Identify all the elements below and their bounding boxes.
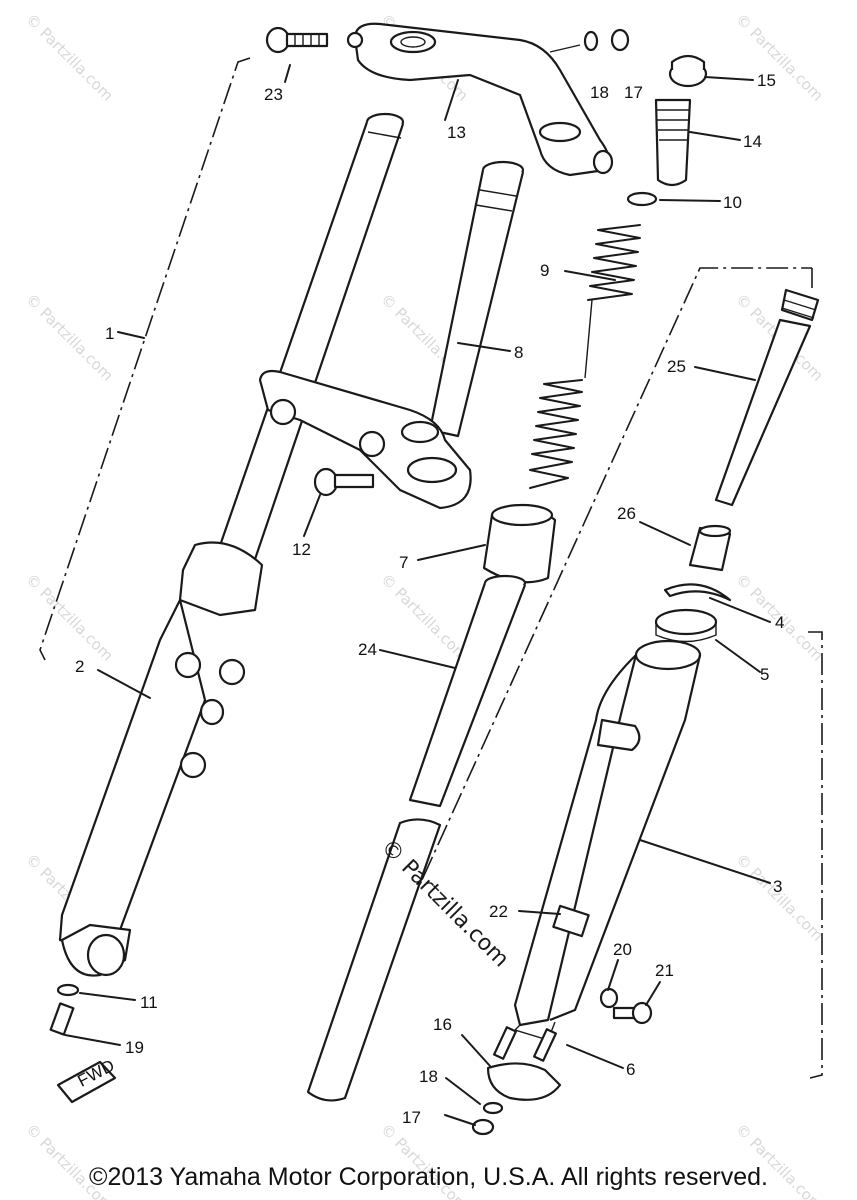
oil-seal-5 bbox=[654, 608, 718, 643]
fwd-sticker: FWD bbox=[56, 1056, 118, 1104]
label-13: 13 bbox=[447, 123, 466, 142]
watermark: © Partzilla.com bbox=[377, 570, 472, 665]
inner-tube-24 bbox=[306, 574, 527, 1102]
upper-bracket-13 bbox=[346, 22, 614, 177]
washer-18-top bbox=[583, 30, 599, 52]
leader-lines bbox=[64, 64, 771, 1126]
copyright-notice: ©2013 Yamaha Motor Corporation, U.S.A. A… bbox=[89, 1163, 768, 1191]
studs-6 bbox=[493, 1026, 557, 1062]
label-7: 7 bbox=[399, 553, 408, 572]
label-10: 10 bbox=[723, 193, 742, 212]
washer-20 bbox=[599, 987, 619, 1009]
label-5: 5 bbox=[760, 665, 769, 684]
circlip-4 bbox=[663, 583, 732, 602]
bolt-21 bbox=[612, 1001, 653, 1025]
label-17-top: 17 bbox=[624, 83, 643, 102]
label-24: 24 bbox=[358, 640, 377, 659]
bracket-fork-axis bbox=[321, 267, 812, 1101]
watermark: © Partzilla.com bbox=[22, 570, 117, 665]
damper-rod-25 bbox=[714, 288, 820, 507]
label-19: 19 bbox=[125, 1038, 144, 1057]
label-21: 21 bbox=[655, 961, 674, 980]
label-16: 16 bbox=[433, 1015, 452, 1034]
left-fork-leg-2 bbox=[58, 541, 264, 977]
label-6: 6 bbox=[626, 1060, 635, 1079]
axle-holder-16 bbox=[486, 1062, 562, 1101]
washer-10 bbox=[626, 191, 658, 207]
right-fork-leg-3 bbox=[513, 639, 702, 1041]
under-bracket-12 bbox=[258, 369, 472, 510]
label-25: 25 bbox=[667, 357, 686, 376]
label-17-bottom: 17 bbox=[402, 1108, 421, 1127]
label-22: 22 bbox=[489, 902, 508, 921]
oil-lock-piece-26 bbox=[688, 524, 732, 572]
label-20: 20 bbox=[613, 940, 632, 959]
label-3: 3 bbox=[773, 877, 782, 896]
bolt-23 bbox=[265, 26, 329, 54]
bracket-3 bbox=[808, 268, 823, 1079]
label-2: 2 bbox=[75, 657, 84, 676]
bolt-12 bbox=[313, 467, 375, 497]
dust-seal-7 bbox=[482, 503, 557, 584]
watermark: © Partzilla.com bbox=[732, 850, 827, 945]
label-1: 1 bbox=[105, 324, 114, 343]
washer-11 bbox=[56, 983, 80, 997]
bracket-1 bbox=[39, 57, 251, 661]
watermark: © Partzilla.com bbox=[22, 10, 117, 105]
inner-tube-8 bbox=[428, 160, 525, 438]
label-14: 14 bbox=[743, 132, 762, 151]
label-12: 12 bbox=[292, 540, 311, 559]
part-labels: 1 2 3 4 5 6 7 8 9 10 11 12 13 14 15 16 1… bbox=[75, 71, 784, 1127]
label-11: 11 bbox=[140, 993, 158, 1012]
nut-17-bottom bbox=[471, 1118, 495, 1136]
label-23: 23 bbox=[264, 85, 283, 104]
drain-bolt-19 bbox=[49, 1002, 75, 1036]
fork-cap-14 bbox=[654, 98, 692, 187]
cap-15 bbox=[668, 54, 708, 88]
watermark: © Partzilla.com bbox=[732, 10, 827, 105]
label-15: 15 bbox=[757, 71, 776, 90]
nut-17-top bbox=[610, 28, 630, 52]
watermark: © Partzilla.com bbox=[22, 290, 117, 385]
background-watermarks: © Partzilla.com © Partzilla.com © Partzi… bbox=[22, 10, 827, 1200]
left-inner-tube-1 bbox=[213, 112, 405, 570]
label-8: 8 bbox=[514, 343, 523, 362]
label-18-bottom: 18 bbox=[419, 1067, 438, 1086]
label-4: 4 bbox=[775, 613, 784, 632]
spring-9 bbox=[529, 224, 641, 489]
label-9: 9 bbox=[540, 261, 549, 280]
label-18-top: 18 bbox=[590, 83, 609, 102]
label-26: 26 bbox=[617, 504, 636, 523]
washer-18-bottom bbox=[482, 1101, 504, 1115]
